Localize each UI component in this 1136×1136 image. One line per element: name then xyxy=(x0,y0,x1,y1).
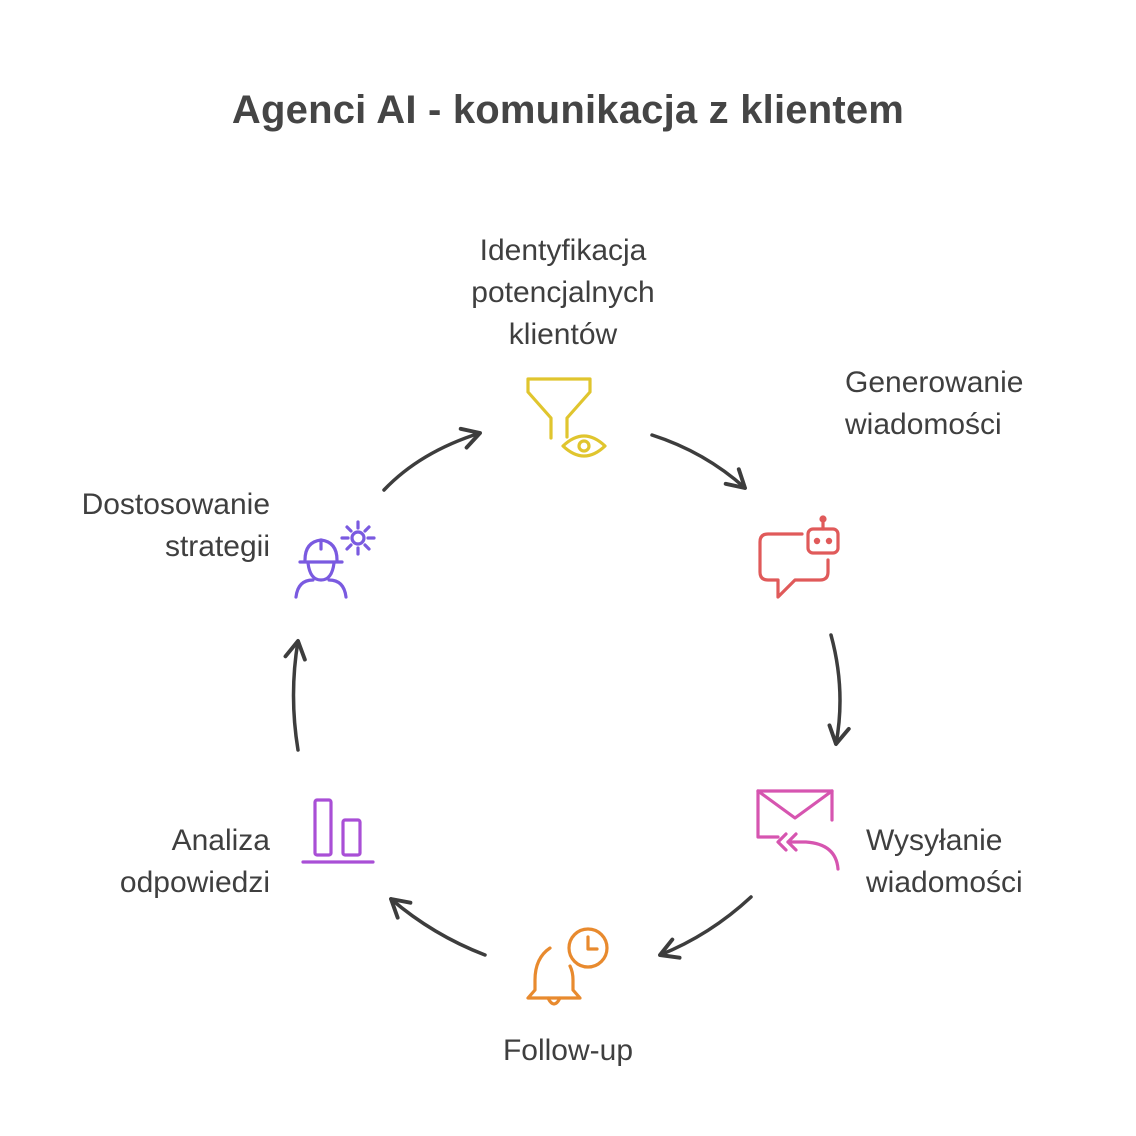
arrow-generowanie-to-wysylanie xyxy=(827,633,851,746)
diagram-title: Agenci AI - komunikacja z klientem xyxy=(231,88,905,132)
step-label-generowanie: Generowanie wiadomości xyxy=(845,366,1024,441)
bell-clock-icon xyxy=(526,927,609,1006)
arrow-dostosowanie-to-identyfikacja xyxy=(382,426,482,492)
arrow-follow-up-to-analiza xyxy=(389,897,487,957)
arrow-identyfikacja-to-generowanie xyxy=(650,433,747,490)
worker-gear-icon xyxy=(294,520,376,599)
step-label-wysylanie: Wysyłanie wiadomości xyxy=(866,824,1023,899)
arrow-wysylanie-to-follow-up xyxy=(658,895,753,960)
step-label-analiza: Analiza odpowiedzi xyxy=(119,824,270,899)
step-label-identyfikacja: Identyfikacja potencjalnych klientów xyxy=(471,234,655,351)
step-label-follow-up: Follow-up xyxy=(502,1034,634,1067)
mail-reply-icon xyxy=(756,789,840,871)
bar-chart-icon xyxy=(301,798,375,864)
step-label-dostosowanie: Dostosowanie strategii xyxy=(81,488,270,563)
arrow-analiza-to-dostosowanie xyxy=(283,639,307,752)
funnel-eye-icon xyxy=(526,377,607,458)
chat-bot-icon xyxy=(758,515,840,599)
